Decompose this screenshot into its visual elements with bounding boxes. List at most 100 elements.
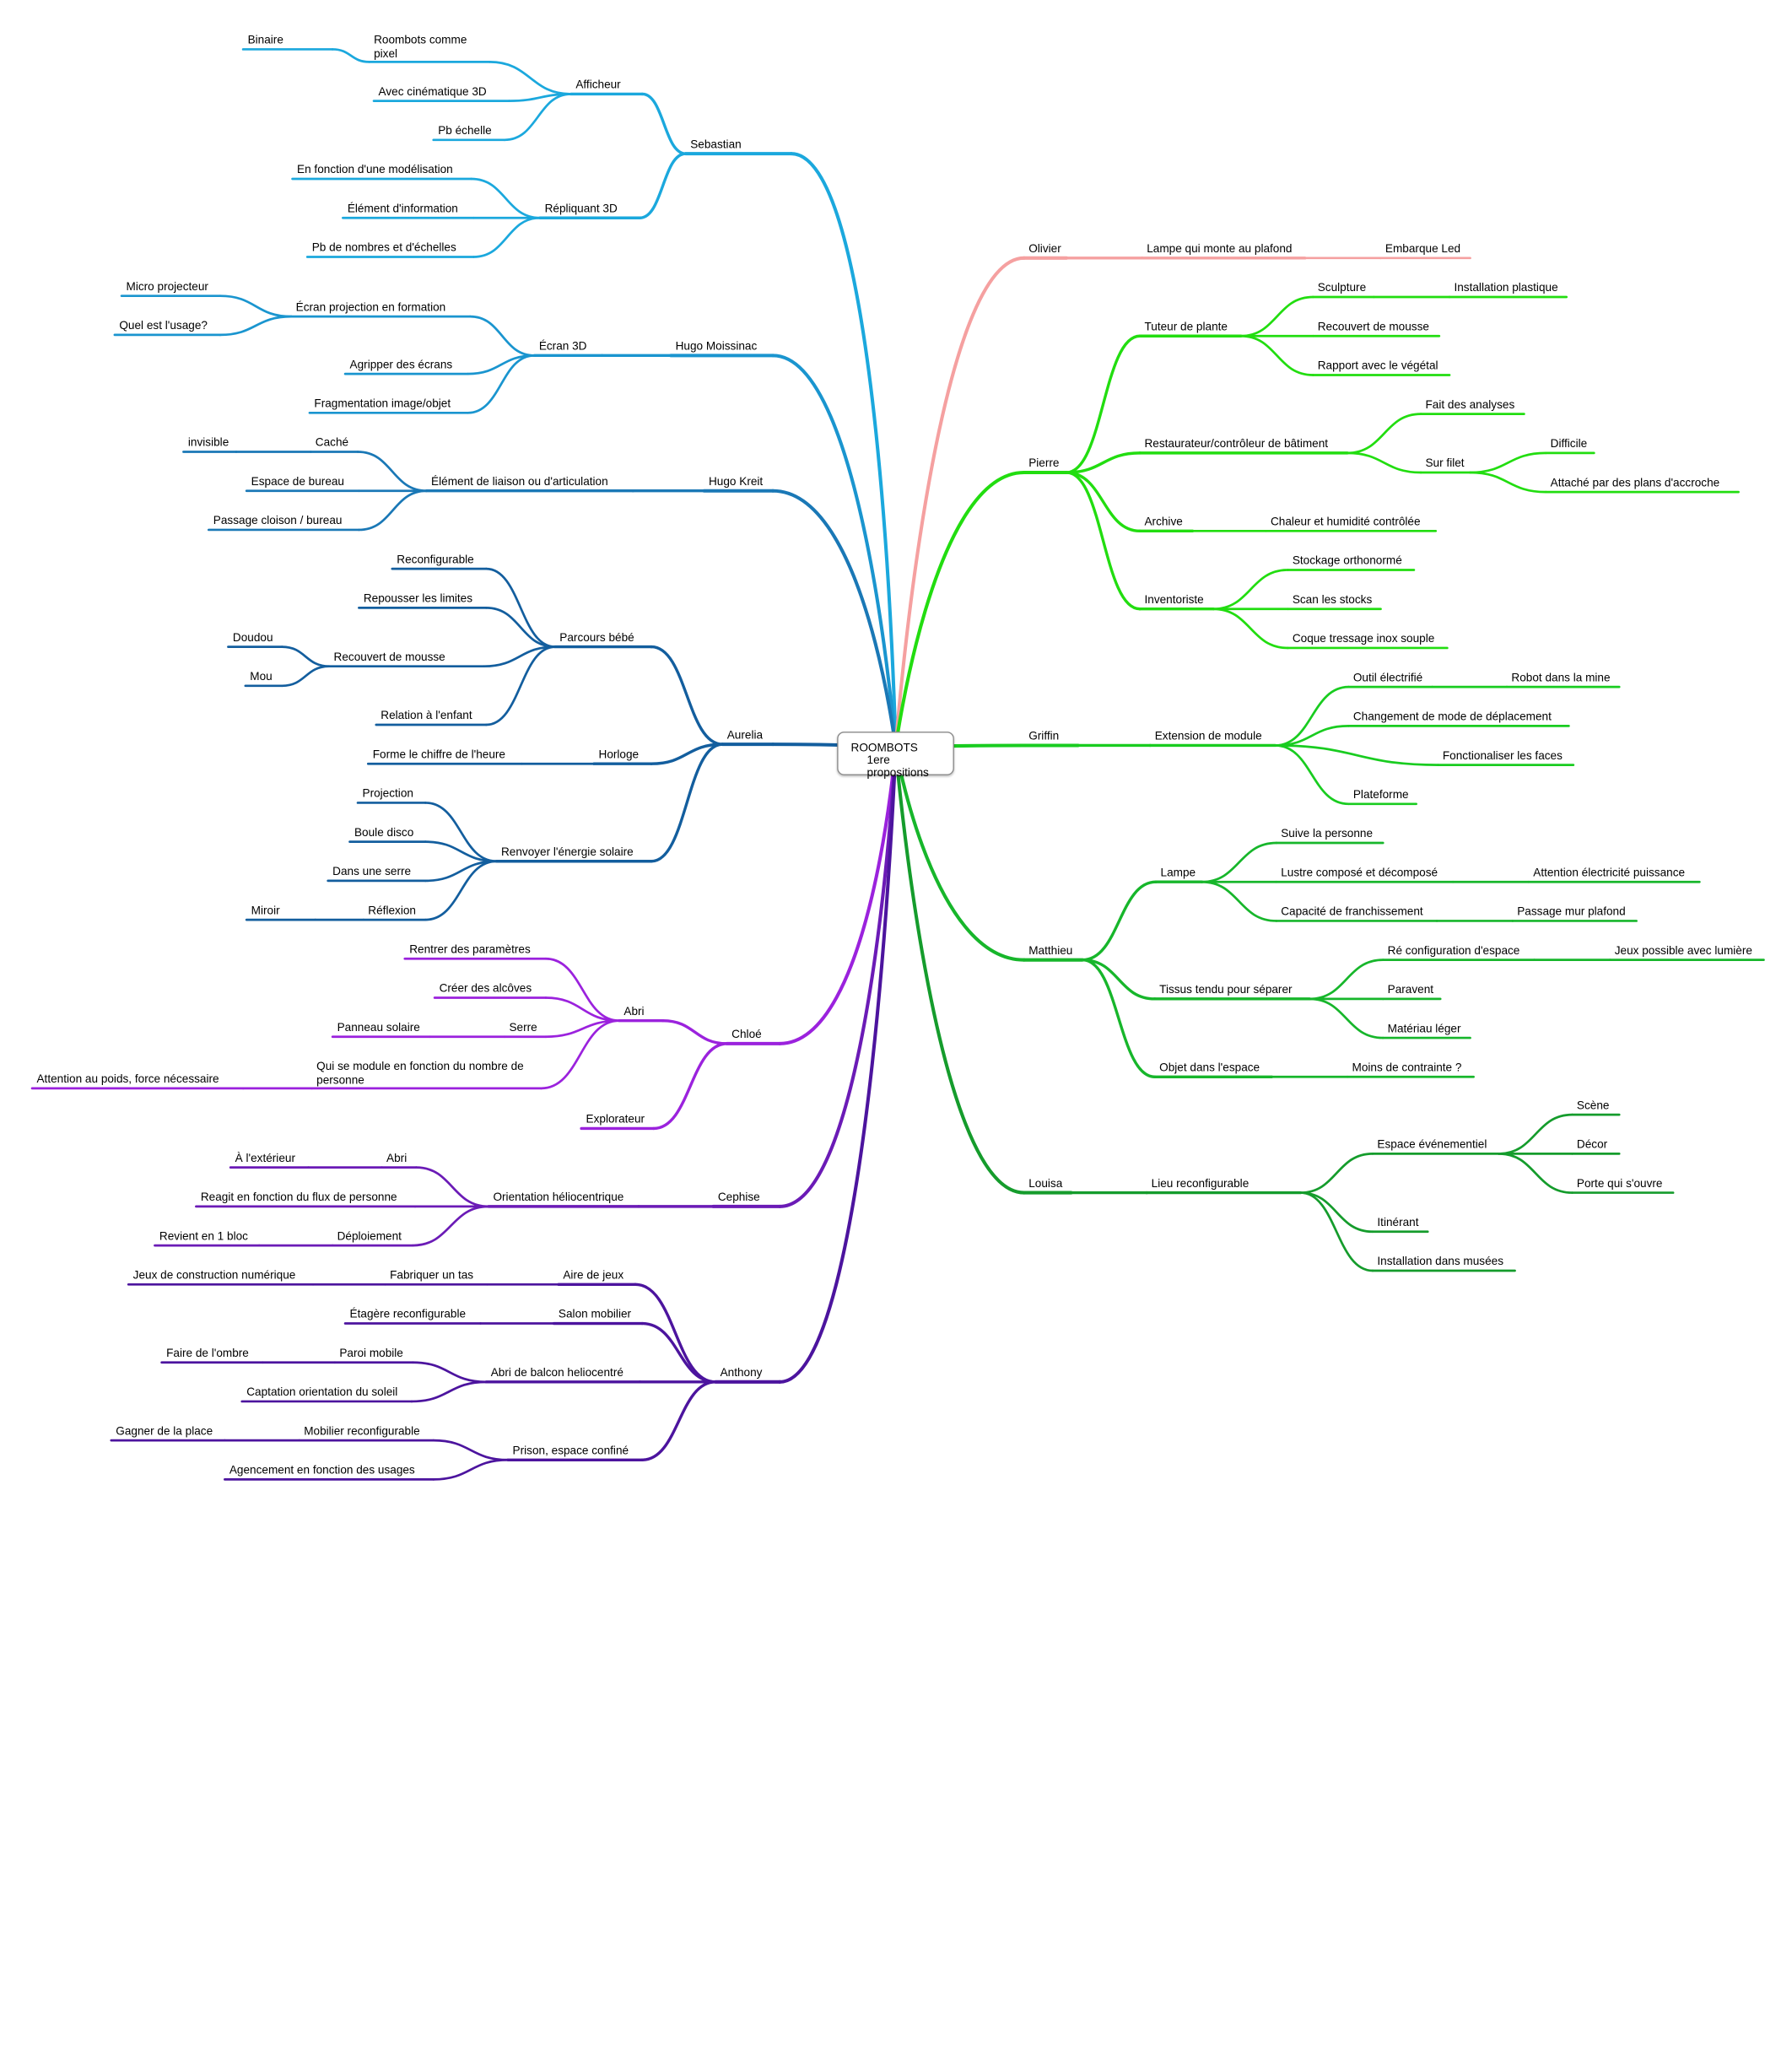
node-attention-el[interactable]: Attention électricité puissance — [1533, 867, 1686, 880]
node-sebastian[interactable]: Sebastian — [690, 138, 742, 152]
node-alcoves[interactable]: Créer des alcôves — [439, 982, 532, 996]
node-archive[interactable]: Archive — [1144, 516, 1183, 529]
node-doudou[interactable]: Doudou — [232, 631, 273, 645]
node-aire[interactable]: Aire de jeux — [563, 1269, 624, 1282]
node-jeux-constr[interactable]: Jeux de construction numérique — [132, 1269, 296, 1282]
node-afficheur[interactable]: Afficheur — [575, 78, 621, 92]
node-suive[interactable]: Suive la personne — [1281, 828, 1374, 841]
node-usage[interactable]: Quel est l'usage? — [119, 320, 208, 333]
node-repliquant[interactable]: Répliquant 3D — [544, 202, 618, 216]
node-analyses[interactable]: Fait des analyses — [1425, 399, 1515, 412]
node-espace-bureau[interactable]: Espace de bureau — [251, 476, 344, 489]
node-pb-nombres[interactable]: Pb de nombres et d'échelles — [311, 241, 456, 255]
node-liaison[interactable]: Élément de liaison ou d'articulation — [431, 476, 608, 489]
node-olivier[interactable]: Olivier — [1028, 243, 1061, 256]
node-projection[interactable]: Projection — [362, 787, 413, 801]
node-reconfig-espace[interactable]: Ré configuration d'espace — [1387, 944, 1520, 958]
node-evenementiel[interactable]: Espace événementiel — [1377, 1138, 1487, 1152]
node-outil[interactable]: Outil électrifié — [1352, 672, 1423, 685]
node-robot-mine[interactable]: Robot dans la mine — [1511, 672, 1611, 685]
node-paravent[interactable]: Paravent — [1387, 984, 1434, 997]
node-ombre[interactable]: Faire de l'ombre — [166, 1347, 249, 1361]
node-invisible[interactable]: invisible — [187, 436, 229, 450]
node-franchissement[interactable]: Capacité de franchissement — [1281, 905, 1423, 919]
node-captation[interactable]: Captation orientation du soleil — [246, 1386, 398, 1400]
node-porte[interactable]: Porte qui s'ouvre — [1576, 1177, 1663, 1191]
node-miroir[interactable]: Miroir — [251, 904, 280, 918]
node-lustre[interactable]: Lustre composé et décomposé — [1281, 867, 1438, 880]
node-recouvert-p[interactable]: Recouvert de mousse — [1317, 321, 1429, 334]
node-abri-ce[interactable]: Abri — [386, 1152, 408, 1165]
node-changement[interactable]: Changement de mode de déplacement — [1352, 710, 1552, 724]
node-materiau[interactable]: Matériau léger — [1387, 1023, 1461, 1036]
root-node[interactable]: ROOMBOTS 1ere propositions — [837, 732, 954, 780]
node-scan[interactable]: Scan les stocks — [1292, 594, 1373, 608]
node-boule[interactable]: Boule disco — [354, 826, 414, 840]
node-stockage[interactable]: Stockage orthonormé — [1292, 554, 1402, 568]
node-revient[interactable]: Revient en 1 bloc — [159, 1230, 248, 1244]
node-jeux-lumiere[interactable]: Jeux possible avec lumière — [1614, 944, 1752, 958]
node-hugo-m[interactable]: Hugo Moissinac — [675, 340, 758, 354]
node-chiffre[interactable]: Forme le chiffre de l'heure — [372, 748, 505, 762]
node-exterieur[interactable]: À l'extérieur — [235, 1152, 295, 1165]
node-aurelia[interactable]: Aurelia — [726, 729, 764, 742]
node-chaleur[interactable]: Chaleur et humidité contrôlée — [1270, 516, 1421, 529]
node-inventoriste[interactable]: Inventoriste — [1144, 594, 1204, 608]
node-plateforme[interactable]: Plateforme — [1352, 789, 1409, 802]
node-abri[interactable]: Abri — [623, 1006, 645, 1018]
node-tissus[interactable]: Tissus tendu pour séparer — [1159, 984, 1293, 997]
node-recouvert-a[interactable]: Recouvert de mousse — [333, 651, 445, 664]
node-restaurateur[interactable]: Restaurateur/contrôleur de bâtiment — [1144, 438, 1329, 451]
node-mobilier[interactable]: Mobilier reconfigurable — [304, 1425, 420, 1439]
node-passage-mur[interactable]: Passage mur plafond — [1517, 905, 1626, 919]
node-difficile[interactable]: Difficile — [1550, 438, 1588, 451]
node-agripper[interactable]: Agripper des écrans — [349, 359, 453, 372]
node-moins[interactable]: Moins de contrainte ? — [1352, 1061, 1462, 1075]
node-ecran-proj[interactable]: Écran projection en formation — [295, 301, 446, 315]
node-griffin[interactable]: Griffin — [1028, 730, 1060, 743]
node-salon[interactable]: Salon mobilier — [558, 1308, 632, 1321]
node-serre-c[interactable]: Serre — [509, 1022, 537, 1034]
node-lampe[interactable]: Lampe — [1160, 867, 1196, 880]
node-reflexion[interactable]: Réflexion — [368, 904, 416, 918]
node-cache[interactable]: Caché — [315, 436, 349, 450]
node-deploiement[interactable]: Déploiement — [337, 1230, 402, 1244]
node-extension[interactable]: Extension de module — [1154, 730, 1262, 743]
node-reconfigurable[interactable]: Reconfigurable — [397, 554, 474, 567]
node-pierre[interactable]: Pierre — [1028, 457, 1060, 471]
node-rapport[interactable]: Rapport avec le végétal — [1317, 359, 1438, 373]
node-pb-echelle[interactable]: Pb échelle — [438, 125, 492, 138]
node-roombots-pixel[interactable]: Roombots comme pixel — [374, 34, 467, 62]
node-passage[interactable]: Passage cloison / bureau — [213, 515, 343, 528]
node-orientation[interactable]: Orientation héliocentrique — [493, 1191, 624, 1205]
node-rentrer[interactable]: Rentrer des paramètres — [409, 943, 531, 957]
node-itinerant[interactable]: Itinérant — [1377, 1217, 1419, 1230]
node-fabriquer[interactable]: Fabriquer un tas — [390, 1269, 474, 1282]
node-fragmentation[interactable]: Fragmentation image/objet — [314, 397, 451, 411]
node-binaire[interactable]: Binaire — [247, 34, 283, 47]
node-repousser[interactable]: Repousser les limites — [363, 592, 473, 606]
node-embarque[interactable]: Embarque Led — [1384, 243, 1461, 256]
node-installation-pl[interactable]: Installation plastique — [1454, 282, 1558, 295]
node-scene[interactable]: Scène — [1576, 1099, 1610, 1113]
node-cinematique[interactable]: Avec cinématique 3D — [378, 85, 487, 99]
node-horloge[interactable]: Horloge — [598, 748, 640, 762]
node-element-info[interactable]: Élément d'information — [347, 202, 458, 216]
node-panneau[interactable]: Panneau solaire — [337, 1022, 420, 1034]
node-hugo-k[interactable]: Hugo Kreit — [708, 476, 764, 489]
node-parcours[interactable]: Parcours bébé — [559, 631, 634, 645]
node-mou[interactable]: Mou — [250, 671, 273, 684]
node-musees[interactable]: Installation dans musées — [1377, 1256, 1504, 1269]
node-attache[interactable]: Attaché par des plans d'accroche — [1550, 477, 1720, 490]
node-lieu[interactable]: Lieu reconfigurable — [1151, 1177, 1250, 1191]
node-module[interactable]: Qui se module en fonction du nombre de p… — [316, 1061, 524, 1088]
node-sculpture[interactable]: Sculpture — [1317, 282, 1367, 295]
node-lampe-plafond[interactable]: Lampe qui monte au plafond — [1147, 243, 1293, 256]
node-fonctionaliser[interactable]: Fonctionaliser les faces — [1442, 749, 1563, 763]
node-modelisation[interactable]: En fonction d'une modélisation — [297, 164, 453, 177]
node-objet[interactable]: Objet dans l'espace — [1159, 1061, 1260, 1075]
node-attention[interactable]: Attention au poids, force nécessaire — [36, 1073, 219, 1087]
node-tuteur[interactable]: Tuteur de plante — [1144, 321, 1228, 334]
node-anthony[interactable]: Anthony — [720, 1367, 763, 1380]
node-gagner[interactable]: Gagner de la place — [116, 1425, 213, 1439]
